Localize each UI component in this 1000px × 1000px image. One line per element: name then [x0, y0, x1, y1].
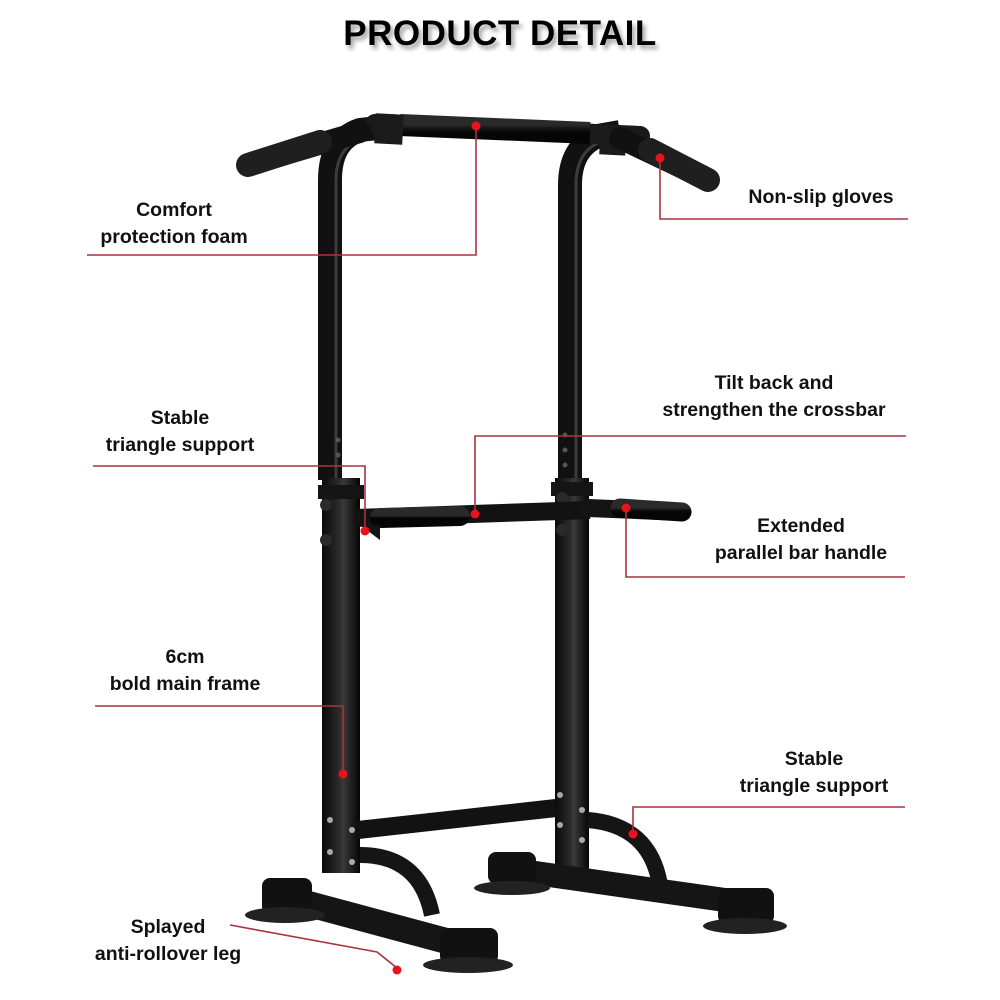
leader-splayed-leg: [229, 924, 398, 969]
right-main-frame: [555, 478, 589, 873]
dot-main-frame: [338, 769, 348, 779]
dot-upper-triangle: [360, 526, 370, 536]
callout-upper-triangle: Stable triangle support: [105, 407, 255, 456]
foot-pad: [245, 907, 325, 923]
callout-lines: [87, 126, 908, 969]
leader-upper-triangle: [93, 465, 366, 528]
foot-pad: [703, 918, 787, 934]
callout-lower-triangle: Stable triangle support: [739, 748, 889, 797]
dot-non-slip-gloves: [655, 153, 665, 163]
page-title: PRODUCT DETAIL: [343, 14, 657, 53]
dot-splayed-leg: [392, 965, 402, 975]
leader-non-slip-gloves: [659, 158, 908, 220]
right-triangle-support: [587, 812, 668, 887]
callout-parallel-bar: Extended parallel bar handle: [714, 515, 888, 564]
left-parallel-handle: [370, 506, 470, 528]
callout-dots: [338, 121, 665, 975]
leader-main-frame: [95, 705, 344, 773]
left-upright-upper: [318, 114, 397, 480]
foot-pad: [474, 881, 550, 895]
dot-parallel-bar: [621, 503, 631, 513]
leader-parallel-bar: [625, 508, 905, 578]
dot-crossbar: [470, 509, 480, 519]
callout-splayed-leg: Splayed anti-rollover leg: [94, 916, 242, 965]
left-triangle-support: [359, 847, 440, 917]
rear-crossbar: [357, 799, 557, 839]
leader-comfort-foam: [87, 126, 477, 256]
leader-crossbar: [474, 435, 906, 514]
dot-comfort-foam: [471, 121, 481, 131]
dot-lower-triangle: [628, 829, 638, 839]
callout-non-slip-gloves: Non-slip gloves: [748, 186, 894, 208]
callout-crossbar: Tilt back and strengthen the crossbar: [662, 372, 886, 421]
callout-comfort-foam: Comfort protection foam: [100, 199, 248, 248]
right-base-leg: [488, 856, 772, 917]
callout-main-frame: 6cm bold main frame: [109, 646, 261, 695]
leader-lower-triangle: [632, 806, 905, 832]
foot-pad: [423, 957, 513, 973]
